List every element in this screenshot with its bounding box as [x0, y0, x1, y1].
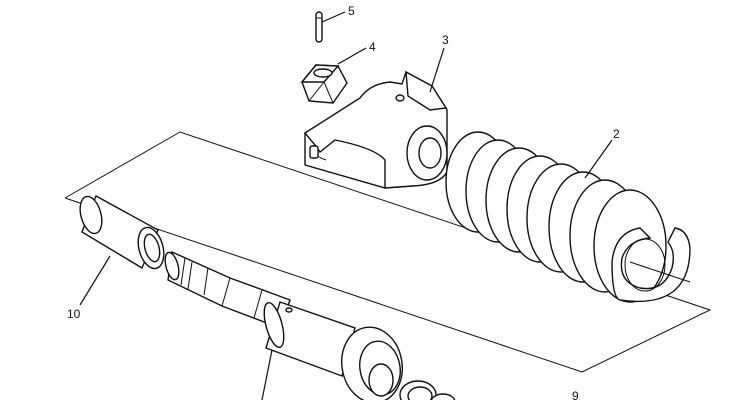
coil-spring-part [445, 131, 691, 303]
callout-5: 5 [348, 4, 355, 18]
bracket-part [303, 70, 448, 189]
callout-2: 2 [613, 127, 620, 141]
hex-nut-part [300, 64, 348, 104]
leader-line-5 [321, 11, 346, 23]
leader-line-4 [337, 47, 367, 65]
callout-4: 4 [369, 40, 376, 54]
sleeve-part [79, 195, 165, 270]
pin-part [315, 11, 323, 43]
assembly-boundary [64, 131, 712, 373]
leader-line-9 [261, 349, 273, 400]
leader-line-3 [429, 47, 445, 93]
leader-line-10 [79, 255, 111, 306]
callout-10: 10 [67, 307, 81, 321]
piston-rod-part [164, 250, 456, 400]
callout-9: 9 [572, 389, 579, 400]
callout-3: 3 [442, 33, 449, 47]
leader-line-2 [584, 139, 613, 179]
